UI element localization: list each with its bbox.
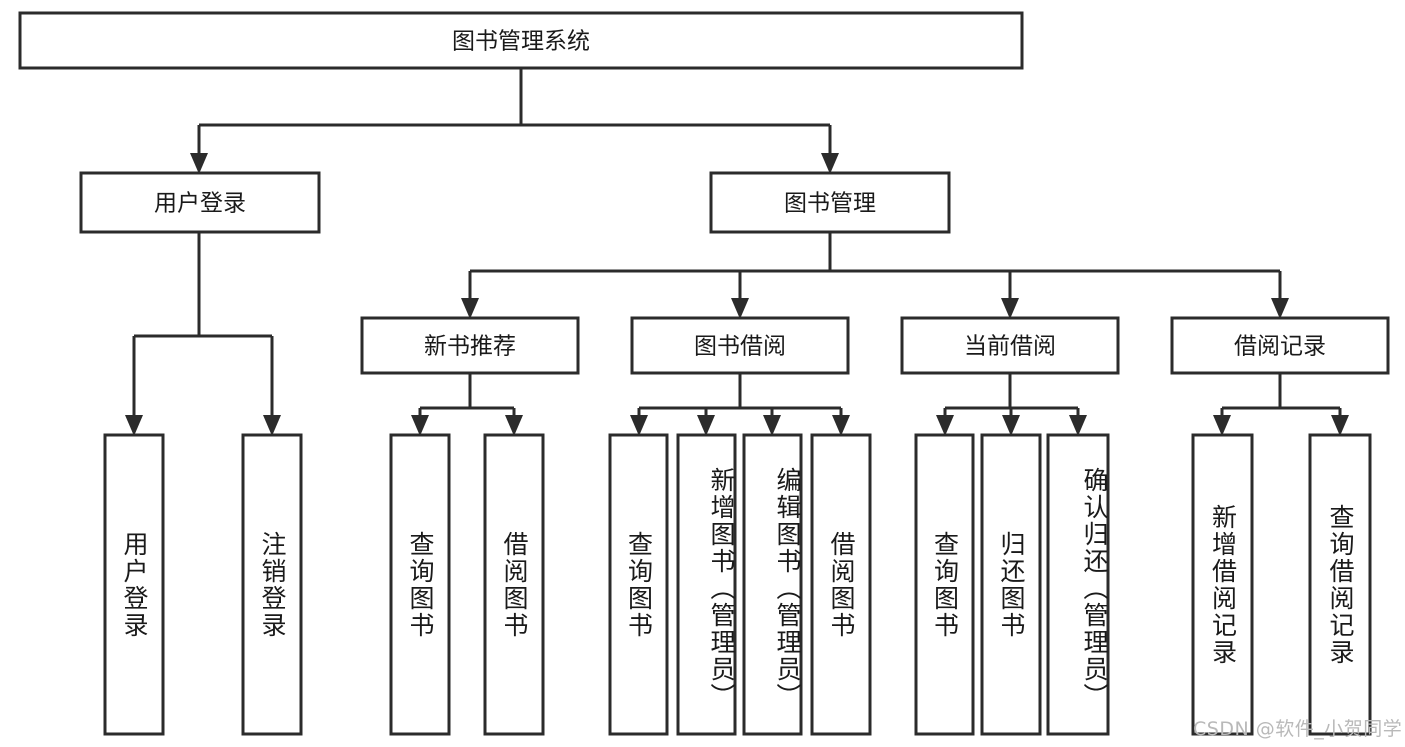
node-new-book-recommend-box[interactable] (360, 316, 580, 375)
node-book-manage[interactable]: 图书管理 (709, 171, 951, 234)
arrow-icon (763, 415, 781, 436)
leaf-box-borrow-book[interactable] (810, 433, 872, 736)
node-current-borrow[interactable]: 当前借阅 (900, 316, 1120, 375)
arrow-icon (505, 415, 523, 436)
watermark-text: CSDN @软件_小贺同学 (1193, 718, 1403, 740)
connector-group-book-manage (461, 232, 1289, 319)
node-book-manage-label: 图书管理 (784, 191, 876, 217)
arrow-icon (125, 415, 143, 436)
arrow-icon (411, 415, 429, 436)
arrow-icon (1331, 415, 1349, 436)
connector-group-root (190, 68, 839, 174)
connector-group-book-borrow (630, 373, 850, 436)
connector-group-new-book (411, 373, 523, 436)
node-root[interactable]: 图书管理系统 (18, 11, 1024, 70)
arrow-icon (1271, 298, 1289, 319)
arrow-icon (263, 415, 281, 436)
arrow-icon (731, 298, 749, 319)
leaf-box-add-borrow-record[interactable] (1191, 433, 1254, 736)
leaf-box-return-book[interactable] (980, 433, 1042, 736)
connector-group-current-borrow (936, 373, 1087, 436)
leaf-box-borrow-book-new[interactable] (483, 433, 545, 736)
node-new-book-recommend[interactable]: 新书推荐 (360, 316, 580, 375)
arrow-icon (1001, 298, 1019, 319)
node-book-borrow[interactable]: 图书借阅 (630, 316, 850, 375)
arrow-icon (461, 298, 479, 319)
leaf-boxes (103, 433, 1372, 736)
node-borrow-record-label: 借阅记录 (1234, 334, 1326, 360)
node-user-login-box[interactable] (79, 171, 321, 234)
node-new-book-recommend-label: 新书推荐 (424, 334, 516, 360)
node-book-borrow-label: 图书借阅 (694, 334, 786, 360)
node-root-label: 图书管理系统 (452, 29, 590, 55)
arrow-icon (1002, 415, 1020, 436)
node-book-manage-box[interactable] (709, 171, 951, 234)
node-current-borrow-box[interactable] (900, 316, 1120, 375)
node-root-box[interactable] (18, 11, 1024, 70)
arrow-icon (821, 153, 839, 174)
arrow-icon (1213, 415, 1231, 436)
node-user-login-label: 用户登录 (154, 191, 246, 217)
node-borrow-record-box[interactable] (1170, 316, 1390, 375)
leaf-box-query-book-current[interactable] (914, 433, 975, 736)
arrow-icon (630, 415, 648, 436)
leaf-box-confirm-return-admin[interactable] (1046, 433, 1110, 736)
node-user-login[interactable]: 用户登录 (79, 171, 321, 234)
leaf-box-query-book-new[interactable] (389, 433, 451, 736)
leaf-box-user-login[interactable] (103, 433, 165, 736)
leaf-box-edit-book-admin[interactable] (742, 433, 803, 736)
leaf-box-logout[interactable] (241, 433, 303, 736)
node-book-borrow-box[interactable] (630, 316, 850, 375)
arrow-icon (1069, 415, 1087, 436)
arrow-icon (697, 415, 715, 436)
leaf-box-add-book-admin[interactable] (676, 433, 737, 736)
leaf-box-query-borrow-record[interactable] (1308, 433, 1372, 736)
arrow-icon (190, 153, 208, 174)
node-borrow-record[interactable]: 借阅记录 (1170, 316, 1390, 375)
connector-group-borrow-record (1213, 373, 1349, 436)
connector-group-user-login (125, 232, 281, 436)
node-current-borrow-label: 当前借阅 (964, 334, 1056, 360)
arrow-icon (936, 415, 954, 436)
leaf-box-query-book-borrow[interactable] (608, 433, 669, 736)
arrow-icon (832, 415, 850, 436)
